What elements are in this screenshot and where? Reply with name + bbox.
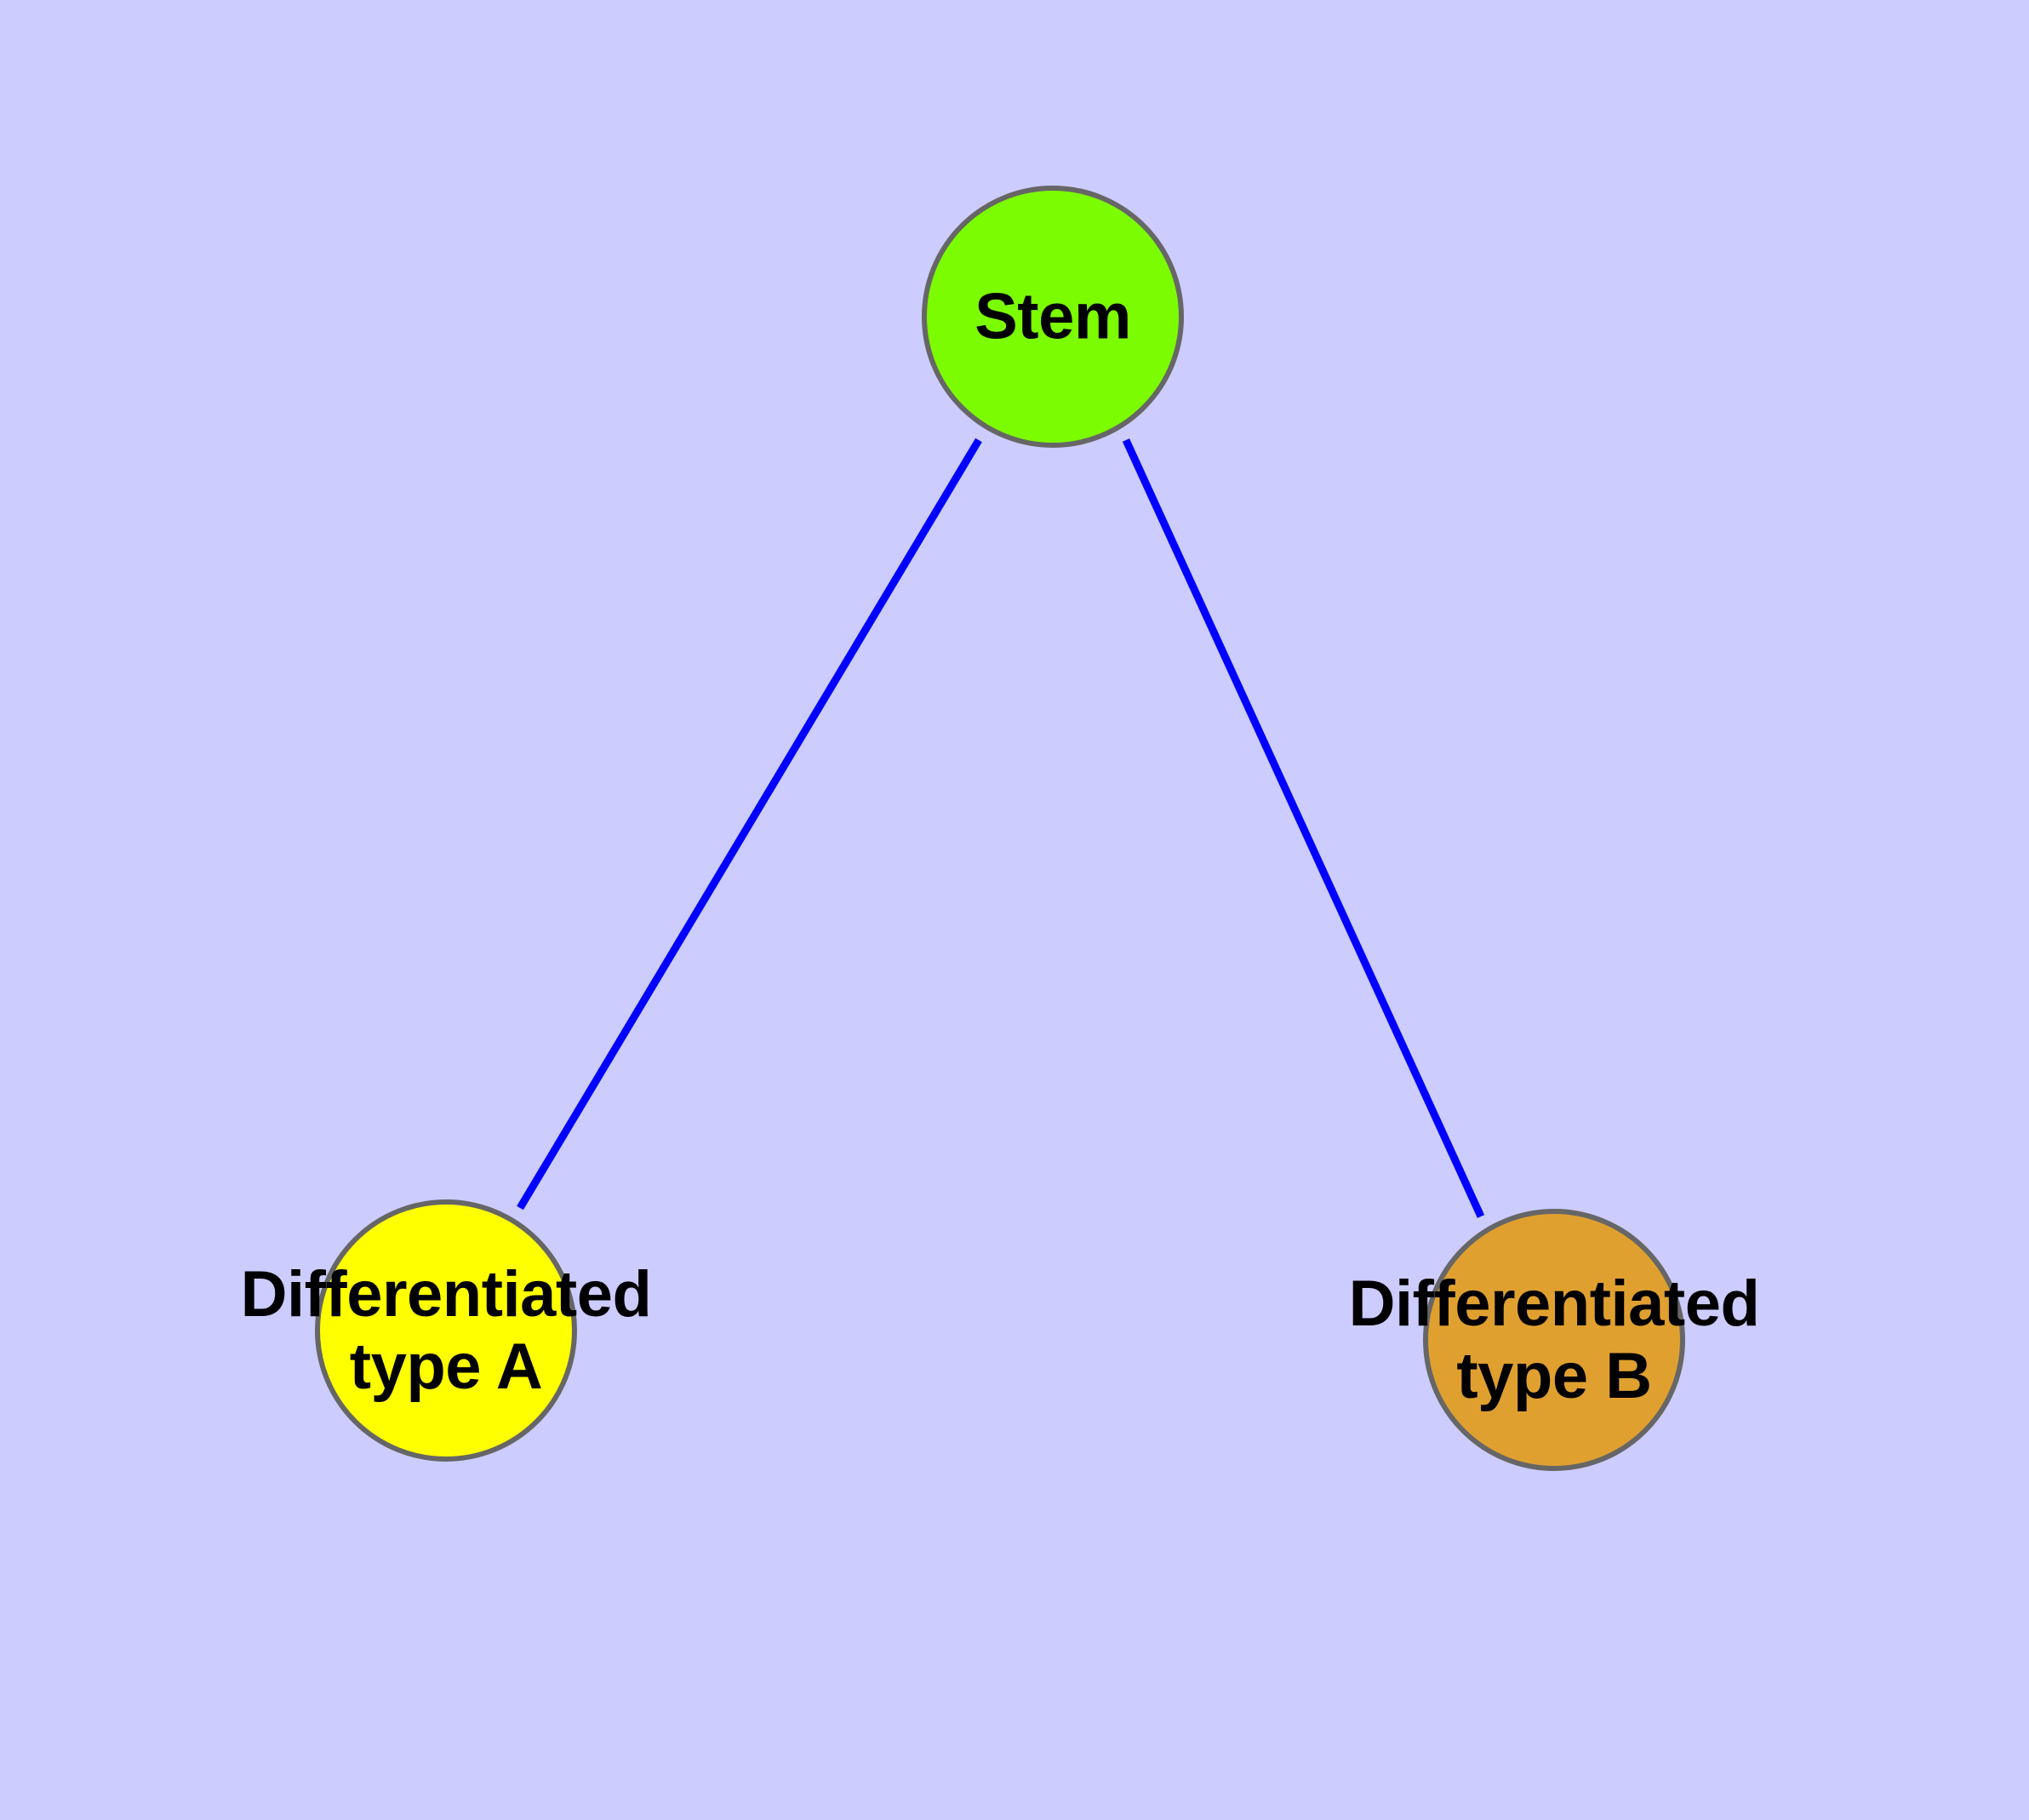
node-differentiated-type-a[interactable]: Differentiated type A — [241, 1199, 652, 1462]
node-differentiated-type-b[interactable]: Differentiated type B — [1349, 1209, 1760, 1471]
node-differentiated-type-a-circle — [315, 1199, 577, 1462]
node-stem-circle — [922, 186, 1184, 448]
node-differentiated-type-b-circle — [1423, 1209, 1685, 1471]
edge-stem-to-diff-a — [517, 438, 982, 1210]
edge-stem-to-diff-b — [1122, 438, 1485, 1218]
node-stem[interactable]: Stem — [922, 186, 1184, 448]
